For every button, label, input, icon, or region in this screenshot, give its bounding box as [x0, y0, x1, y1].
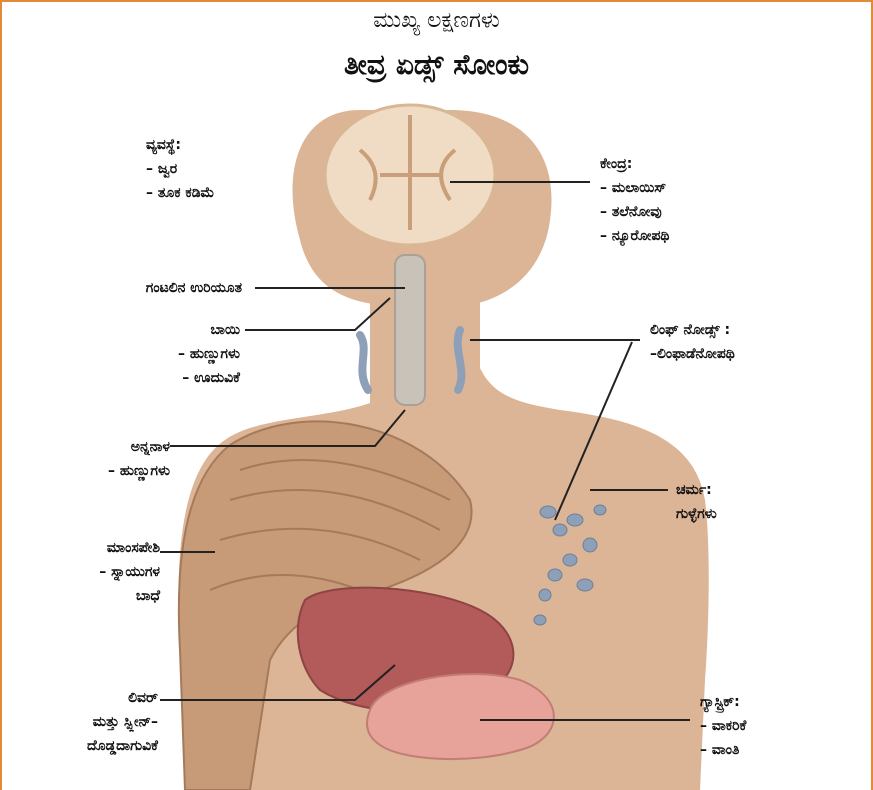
- esophagus-heading: ಅನ್ನನಾಳ: [40, 435, 170, 459]
- mouth-heading: ಬಾಯಿ: [90, 318, 240, 342]
- central-item-malaise: – ಮಲಾಯಿಸ್: [600, 176, 669, 200]
- esophagus-item-ulcers: – ಹುಣ್ಣುಗಳು: [40, 459, 170, 483]
- muscle-heading: ಮಾಂಸಪೇಶಿ: [20, 536, 160, 560]
- label-liver-spleen: ಲಿವರ್ ಮತ್ತು ಸ್ಪ್ಲೀನ್– ದೊಡ್ಡದಾಗುವಿಕೆ: [20, 686, 158, 758]
- gastric-heading: ಗ್ಯಾಸ್ಟ್ರಿಕ್:: [700, 690, 746, 714]
- central-heading: ಕೇಂದ್ರ:: [600, 152, 669, 176]
- lymph-item-lymphadenopathy: –ಲಿಂಫಾಡೆನೋಪಥಿ: [650, 342, 735, 366]
- liver-heading: ಲಿವರ್: [20, 686, 158, 710]
- systemic-item-fever: – ಜ್ವರ: [146, 157, 214, 181]
- skin-item-rash: ಗುಳ್ಳೆಗಳು: [676, 502, 717, 526]
- skin-heading: ಚರ್ಮ:: [676, 478, 717, 502]
- label-central: ಕೇಂದ್ರ: – ಮಲಾಯಿಸ್ – ತಲೆನೋವು – ನ್ಯೂರೋಪಥಿ: [600, 152, 669, 248]
- page-title: ತೀವ್ರ ಏಡ್ಸ್ ಸೋಂಕು: [0, 48, 873, 82]
- neck-lymph-right: [458, 330, 462, 390]
- label-muscle: ಮಾಂಸಪೇಶಿ – ಸ್ನಾಯುಗಳ ಬಾಧೆ: [20, 536, 160, 608]
- mouth-item-swelling: – ಊದುವಿಕೆ: [90, 366, 240, 390]
- label-lymph-nodes: ಲಿಂಫ್ ನೋಡ್ಸ್ : –ಲಿಂಫಾಡೆನೋಪಥಿ: [650, 318, 735, 366]
- label-esophagus: ಅನ್ನನಾಳ – ಹುಣ್ಣುಗಳು: [40, 435, 170, 483]
- label-skin: ಚರ್ಮ: ಗುಳ್ಳೆಗಳು: [676, 478, 717, 526]
- label-throat: ಗಂಟಲಿನ ಉರಿಯೂತ: [20, 276, 242, 300]
- label-systemic: ವ್ಯವಸ್ಥೆ: – ಜ್ವರ – ತೂಕ ಕಡಿಮೆ: [146, 133, 214, 205]
- liver-item-spleen: ಮತ್ತು ಸ್ಪ್ಲೀನ್–: [20, 710, 158, 734]
- muscle-item-pain: – ಸ್ನಾಯುಗಳ: [20, 560, 160, 584]
- gastric-item-vomiting: – ವಾಂತಿ: [700, 738, 746, 762]
- throat-text: ಗಂಟಲಿನ ಉರಿಯೂತ: [20, 276, 242, 300]
- label-mouth: ಬಾಯಿ – ಹುಣ್ಣುಗಳು – ಊದುವಿಕೆ: [90, 318, 240, 390]
- central-item-neuropathy: – ನ್ಯೂರೋಪಥಿ: [600, 224, 669, 248]
- lymph-heading: ಲಿಂಫ್ ನೋಡ್ಸ್ :: [650, 318, 735, 342]
- subtitle: ಮುಖ್ಯ ಲಕ್ಷಣಗಳು: [0, 8, 873, 33]
- systemic-heading: ವ್ಯವಸ್ಥೆ:: [146, 133, 214, 157]
- mouth-item-ulcers: – ಹುಣ್ಣುಗಳು: [90, 342, 240, 366]
- liver-item-enlargement: ದೊಡ್ಡದಾಗುವಿಕೆ: [20, 734, 158, 758]
- trachea: [395, 255, 425, 405]
- central-item-headache: – ತಲೆನೋವು: [600, 200, 669, 224]
- muscle-item-pain-cont: ಬಾಧೆ: [20, 584, 160, 608]
- gastric-item-nausea: – ವಾಕರಿಕೆ: [700, 714, 746, 738]
- systemic-item-weight-loss: – ತೂಕ ಕಡಿಮೆ: [146, 181, 214, 205]
- neck-lymph-left: [360, 335, 368, 390]
- label-gastric: ಗ್ಯಾಸ್ಟ್ರಿಕ್: – ವಾಕರಿಕೆ – ವಾಂತಿ: [700, 690, 746, 762]
